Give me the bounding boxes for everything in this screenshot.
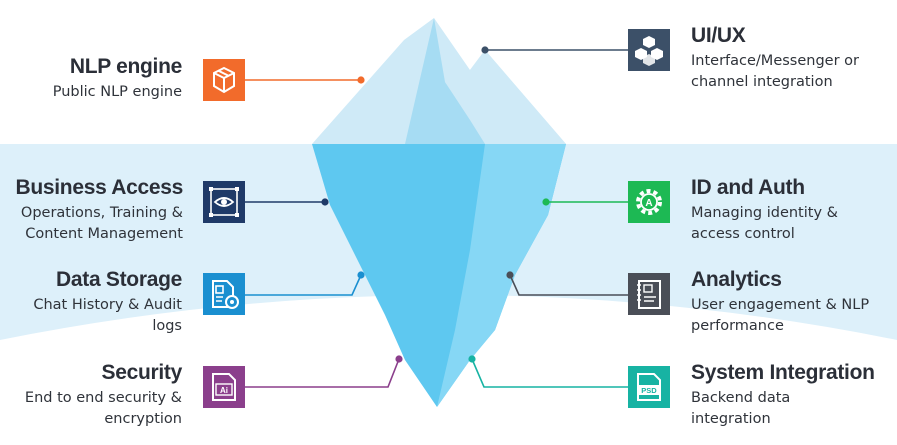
ai-file-icon: Ai: [203, 366, 245, 408]
system-integration-desc: Backend data integration: [691, 390, 791, 427]
stacked-cubes-icon: [628, 29, 670, 71]
label-analytics: Analytics User engagement & NLP performa…: [691, 268, 897, 337]
connector-dot-nlp-engine: [357, 76, 365, 84]
connector-dot-data-storage: [357, 271, 365, 279]
label-id-auth: ID and Auth Managing identity & access c…: [691, 176, 897, 245]
analytics-title: Analytics: [691, 268, 782, 291]
nlp-engine-desc: Public NLP engine: [52, 84, 182, 100]
iceberg-tip-facet: [405, 18, 485, 144]
connector-dot-id-auth: [542, 198, 550, 206]
business-access-desc: Operations, Training & Content Managemen…: [20, 205, 183, 242]
gear-shield-icon: A: [628, 181, 670, 223]
security-title: Security: [101, 361, 183, 384]
label-security: Security End to end security & encryptio…: [0, 361, 182, 430]
security-desc: End to end security & encryption: [24, 390, 182, 427]
connector-security: [245, 358, 400, 388]
connector-dot-security: [395, 355, 403, 363]
data-storage-title: Data Storage: [56, 268, 182, 291]
psd-file-icon: PSD: [628, 366, 670, 408]
id-auth-title: ID and Auth: [691, 176, 805, 199]
connector-system-integration: [471, 358, 628, 388]
notebook-icon: [628, 273, 670, 315]
data-storage-desc: Chat History & Audit logs: [33, 297, 182, 334]
svg-text:A: A: [645, 198, 652, 209]
connector-analytics: [509, 274, 628, 296]
business-access-title: Business Access: [15, 176, 184, 199]
svg-text:PSD: PSD: [641, 386, 657, 395]
label-system-integration: System Integration Backend data integrat…: [691, 361, 897, 430]
connector-dot-business-access: [321, 198, 329, 206]
eye-frame-icon: [203, 181, 245, 223]
svg-text:Ai: Ai: [220, 386, 228, 395]
connector-data-storage: [245, 274, 362, 296]
connector-dot-analytics: [506, 271, 514, 279]
ui-ux-desc: Interface/Messenger or channel integrati…: [691, 53, 859, 90]
iceberg-tip-facet-right: [445, 50, 566, 144]
iceberg-body-facet: [437, 144, 566, 407]
document-gear-icon: [203, 273, 245, 315]
cube-box-icon: [203, 59, 245, 101]
system-integration-title: System Integration: [691, 361, 875, 384]
analytics-desc: User engagement & NLP performance: [691, 297, 870, 334]
label-nlp-engine: NLP engine Public NLP engine: [0, 55, 183, 103]
nlp-engine-title: NLP engine: [69, 55, 182, 78]
id-auth-desc: Managing identity & access control: [691, 205, 838, 242]
label-business-access: Business Access Operations, Training & C…: [0, 176, 184, 245]
ui-ux-title: UI/UX: [691, 24, 746, 47]
connector-dot-system-integration: [468, 355, 476, 363]
connector-dot-ui-ux: [481, 46, 489, 54]
label-data-storage: Data Storage Chat History & Audit logs: [0, 268, 182, 337]
label-ui-ux: UI/UX Interface/Messenger or channel int…: [691, 24, 897, 93]
